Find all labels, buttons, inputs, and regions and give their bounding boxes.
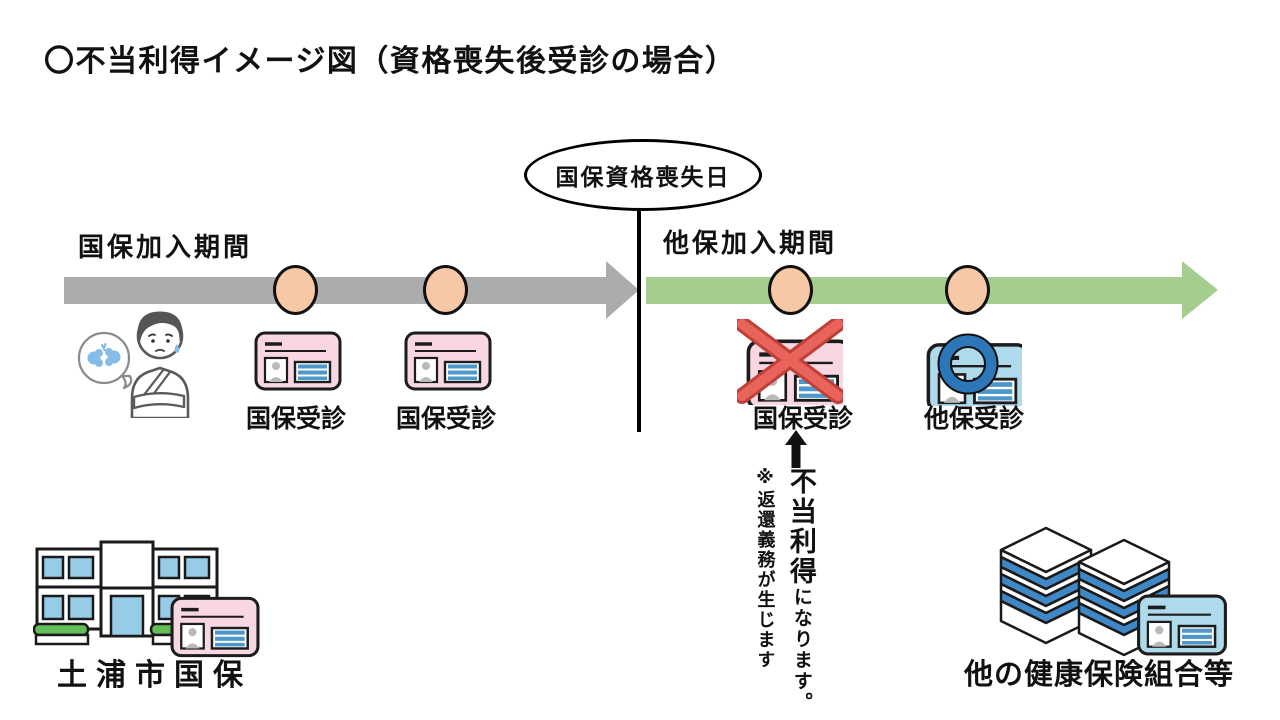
other-card-circled-icon <box>918 333 1022 406</box>
city-office-icon <box>33 540 219 646</box>
entrance-door <box>109 594 145 638</box>
annotation-emphasis: 不当利得 <box>785 467 816 587</box>
annotation-suffix: になります。 <box>790 587 812 713</box>
visit-dot <box>273 265 318 315</box>
other-card-icon <box>1136 594 1228 656</box>
annotation-note: ※返還義務が生じます <box>755 467 776 670</box>
org-right-label: 他の健康保険組合等 <box>964 659 1235 691</box>
kokuho-card-icon <box>254 331 342 391</box>
past-period-arrowhead <box>606 261 639 319</box>
milestone-label: 国保資格喪失日 <box>555 164 731 190</box>
insurer-buildings-icon <box>999 526 1171 656</box>
visit-label: 他保受診 <box>923 405 1024 433</box>
visit-dot <box>945 265 990 315</box>
kokuho-card-icon <box>404 331 492 391</box>
milestone-bubble: 国保資格喪失日 <box>524 139 762 211</box>
tower-back <box>999 526 1093 645</box>
visit-label: 国保受診 <box>395 405 496 433</box>
org-left-label: 土浦市国保 <box>57 659 252 692</box>
circle-mark-icon <box>937 333 999 395</box>
current-period-arrow <box>646 277 1184 304</box>
visit-dot <box>423 265 468 315</box>
up-arrow-icon <box>785 430 807 468</box>
kokuho-card-icon <box>170 596 260 658</box>
kokuho-card-crossed-icon <box>737 319 843 405</box>
current-period-arrowhead <box>1182 261 1218 319</box>
visit-label: 国保受診 <box>245 405 346 433</box>
annotation-main: 不当利得になります。 <box>785 467 817 713</box>
milestone-divider-line <box>637 203 641 432</box>
cross-mark-icon <box>737 319 843 404</box>
visit-dot <box>768 265 813 315</box>
visit-label: 国保受診 <box>752 405 853 433</box>
current-period-label: 他保加入期間 <box>663 228 838 258</box>
injured-person-illustration <box>77 311 190 418</box>
page-title: 〇不当利得イメージ図（資格喪失後受診の場合） <box>44 45 737 78</box>
hair <box>137 311 183 342</box>
pain-icon <box>87 348 121 367</box>
past-period-arrow <box>64 277 610 304</box>
arm-sling <box>132 392 186 410</box>
annotation-vertical-text: 不当利得になります。 ※返還義務が生じます <box>754 467 817 713</box>
past-period-label: 国保加入期間 <box>78 232 253 262</box>
speech-bubble-tail <box>120 374 133 390</box>
sweat-drop <box>174 344 180 353</box>
